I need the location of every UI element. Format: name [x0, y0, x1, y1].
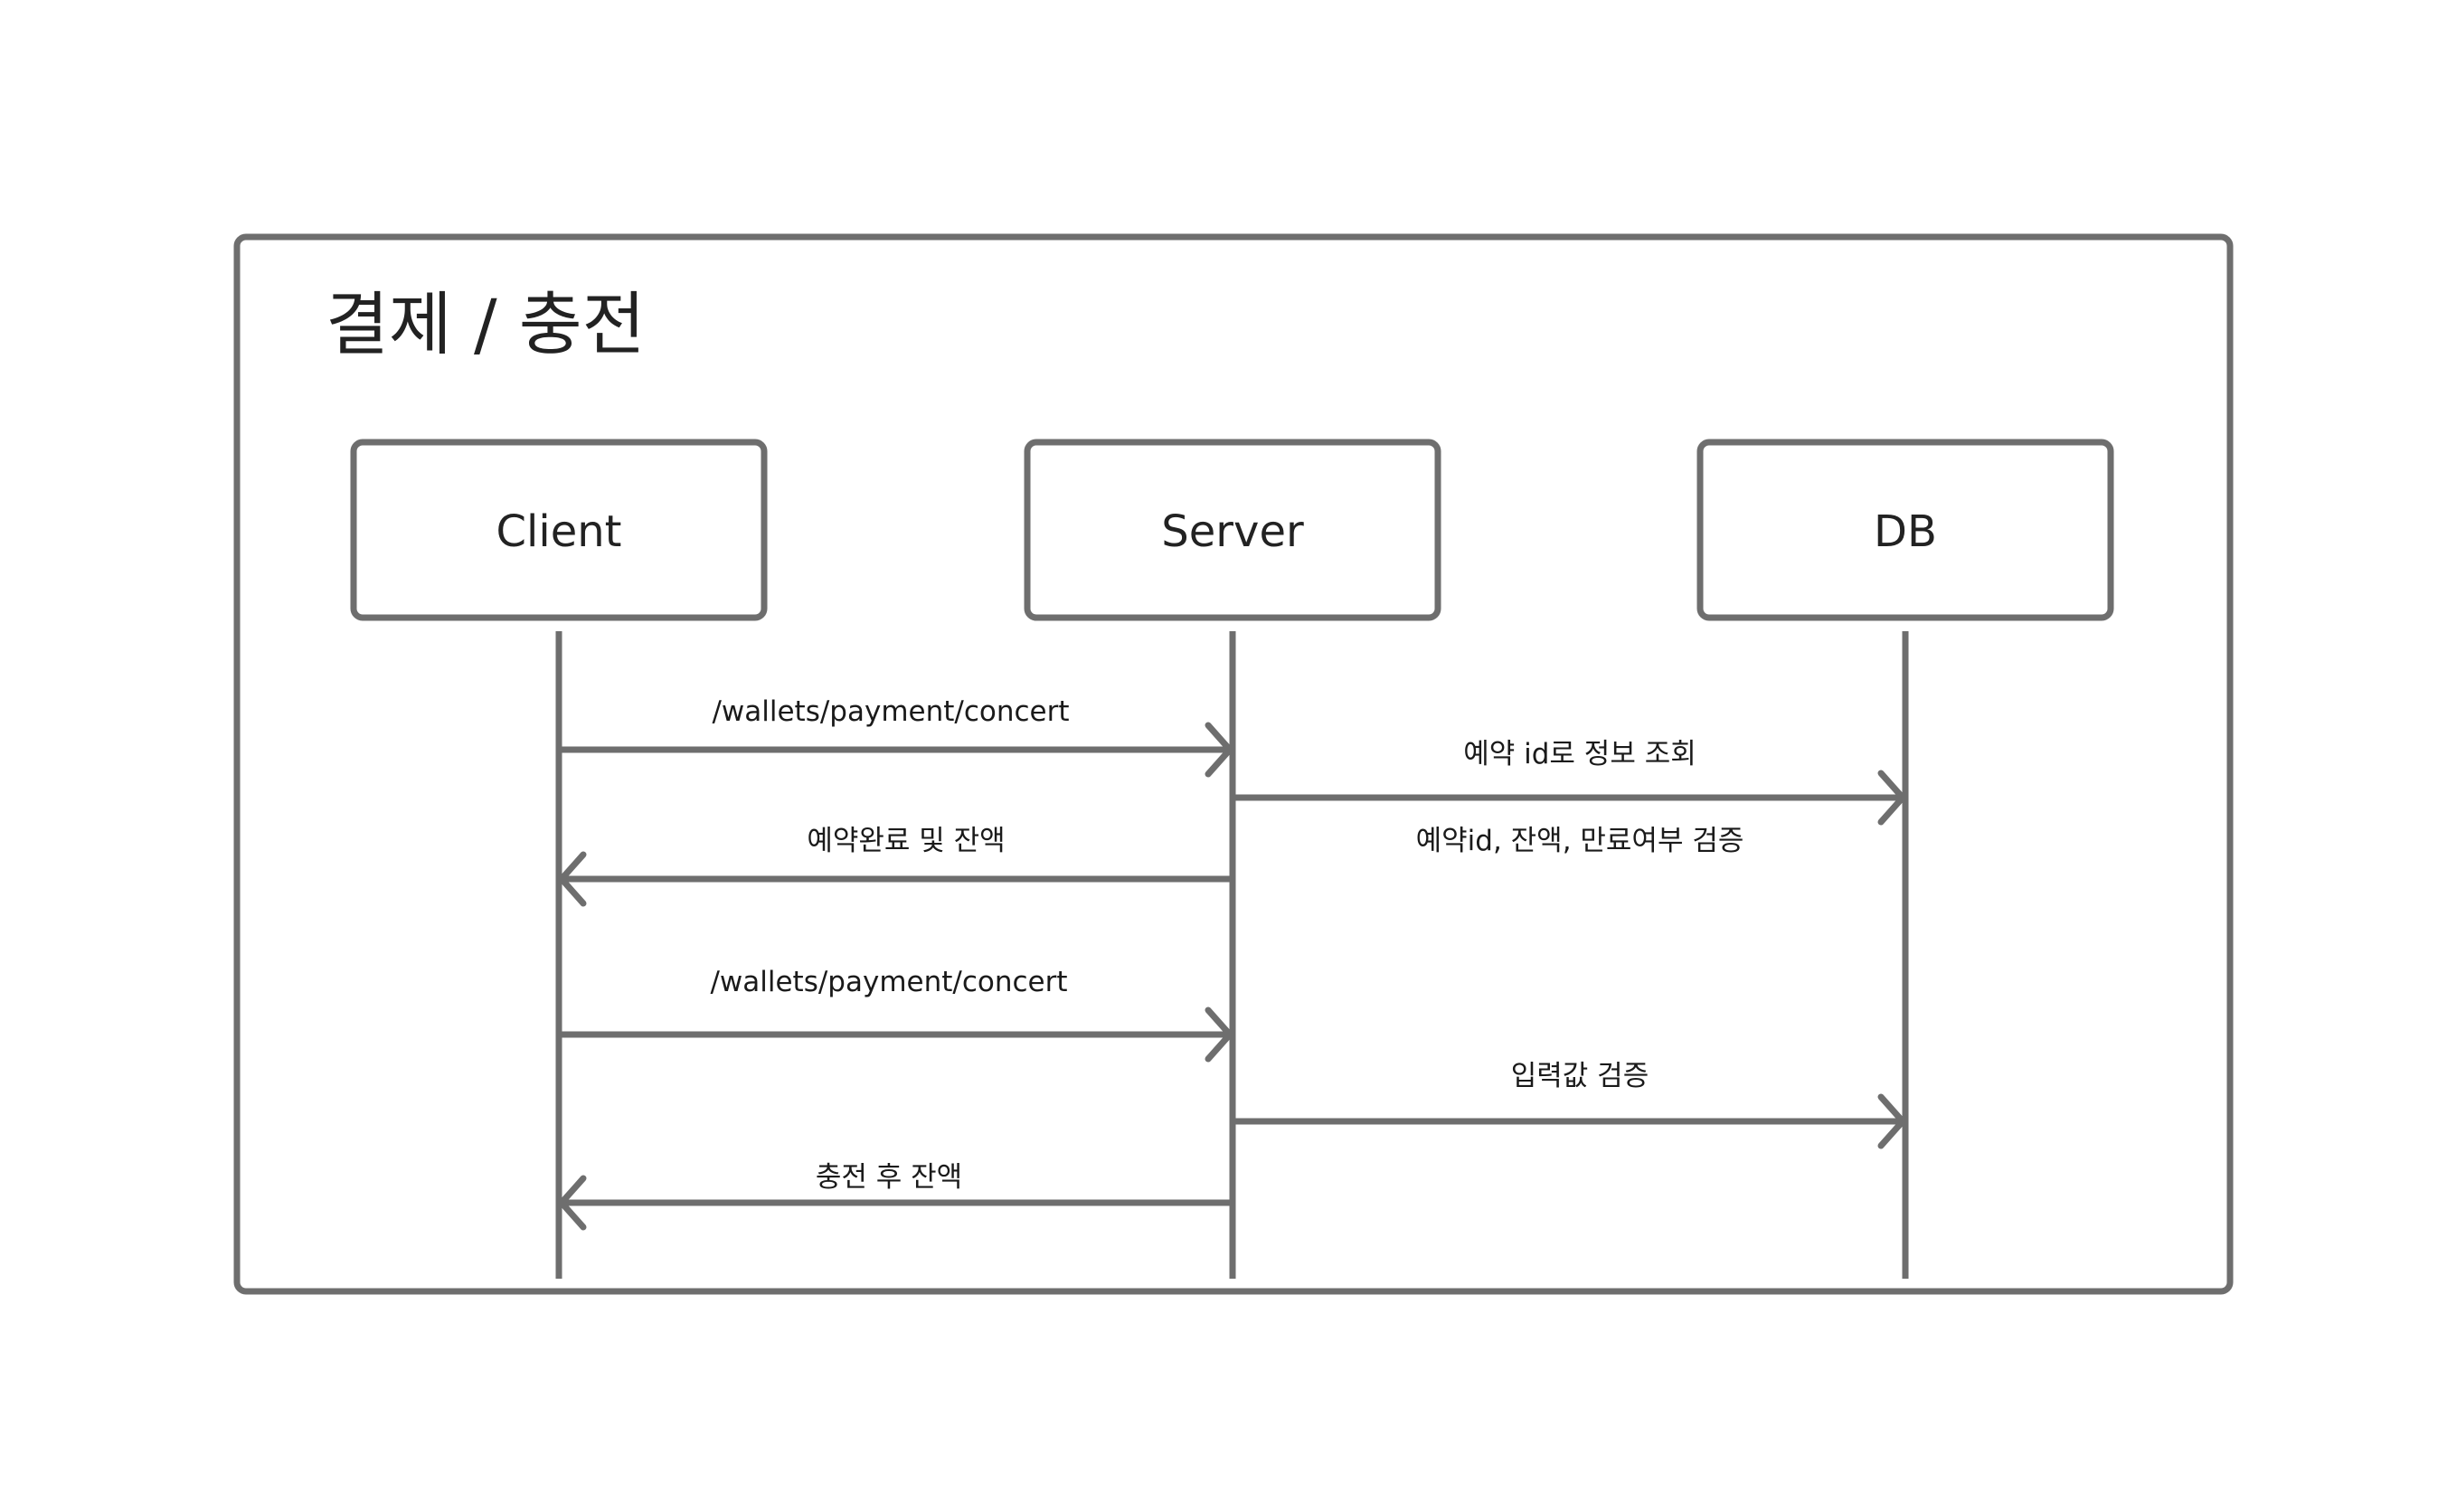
arrow-head-right-icon [1205, 1006, 1233, 1063]
arrow-head-left-icon [558, 1175, 587, 1231]
participant-db: DB [1696, 439, 2114, 621]
message-1: /wallets/payment/concert [559, 695, 1233, 778]
participant-box-db [1696, 439, 2114, 621]
arrow-head-left-icon [558, 851, 587, 907]
message-4: 예약id, 잔액, 만료여부 검증 [1416, 825, 1744, 857]
arrow-head-right-icon [1205, 722, 1233, 778]
participant-server: Server [1024, 439, 1441, 621]
arrow-head-right-icon [1877, 770, 1906, 826]
message-6: 입력값 검증 [1233, 1060, 1906, 1149]
diagram-title: 결제 / 충전 [326, 284, 646, 364]
message-label: /wallets/payment/concert [712, 695, 1069, 728]
message-3: 예약완료 및 잔액 [558, 825, 1233, 907]
message-7: 충전 후 잔액 [558, 1161, 1233, 1231]
message-label: /wallets/payment/concert [710, 966, 1067, 998]
message-label: 예약 id로 정보 조회 [1463, 738, 1696, 770]
message-label: 입력값 검증 [1511, 1060, 1649, 1092]
participant-box-client [350, 439, 768, 621]
message-label: 예약id, 잔액, 만료여부 검증 [1416, 825, 1744, 857]
message-label: 충전 후 잔액 [816, 1161, 962, 1194]
message-2: 예약 id로 정보 조회 [1233, 738, 1906, 826]
diagram-frame [233, 233, 2234, 1295]
participant-label-server: Server [1161, 506, 1304, 557]
message-label: 예약완료 및 잔액 [807, 825, 1005, 857]
message-5: /wallets/payment/concert [559, 966, 1233, 1063]
participant-label-db: DB [1874, 506, 1937, 557]
arrow-head-right-icon [1877, 1093, 1906, 1149]
participant-box-server [1024, 439, 1441, 621]
participant-client: Client [350, 439, 768, 621]
participant-label-client: Client [496, 506, 622, 557]
